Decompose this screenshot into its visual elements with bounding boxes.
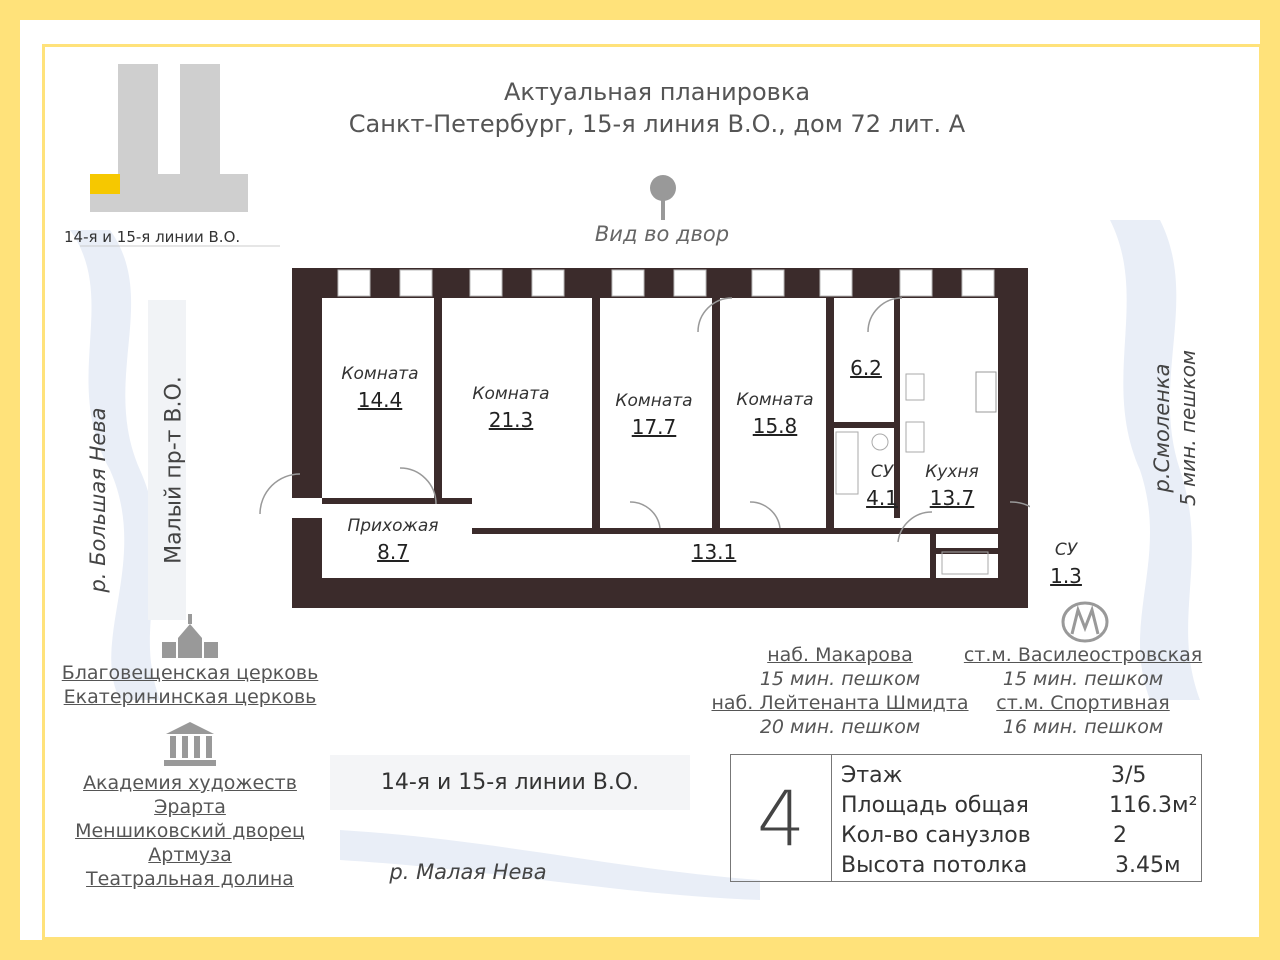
street-lines-label: 14-я и 15-я линии В.О. xyxy=(380,770,640,795)
museum-icon xyxy=(164,722,216,766)
river-malaya-shape xyxy=(340,830,760,900)
room-1-area: 14.4 xyxy=(357,388,403,412)
river-smolenka-shape xyxy=(1110,220,1200,700)
church-1: Благовещенская церковь xyxy=(61,662,319,684)
room-4-area: 15.8 xyxy=(752,414,798,438)
windows xyxy=(337,269,995,297)
partitions xyxy=(322,298,998,578)
museum-5: Театральная долина xyxy=(86,868,294,890)
inner-border xyxy=(42,44,1262,940)
metro-1-time: 15 мин. пешком xyxy=(1002,668,1164,690)
room-6-area: 4.1 xyxy=(866,486,898,510)
door-swings xyxy=(259,297,1030,543)
rooms-count: 4 xyxy=(756,773,806,863)
river-bolshaya-shape xyxy=(70,230,160,700)
fridge xyxy=(975,371,997,413)
info-row-4-value: 3.45м xyxy=(1115,853,1181,878)
room-8-area: 8.7 xyxy=(377,540,409,564)
bathtub xyxy=(835,431,859,495)
room-7-name: Кухня xyxy=(925,462,979,482)
metro-2-name: ст.м. Спортивная xyxy=(996,692,1170,714)
river-smolenka-walk: 5 мин. пешком xyxy=(1176,349,1200,507)
room-8-name: Прихожая xyxy=(347,516,439,536)
info-row-1-label: Этаж xyxy=(841,763,903,788)
room-6-name: СУ xyxy=(870,462,894,482)
street-maly-shape xyxy=(148,300,186,620)
room-5-area: 6.2 xyxy=(850,356,882,380)
minimap-highlight xyxy=(90,174,120,194)
room-10-area: 1.3 xyxy=(1050,564,1082,588)
info-row-1-value: 3/5 xyxy=(1111,763,1147,788)
river-smolenka-label: р.Смоленка xyxy=(1150,363,1174,493)
info-row-3-value: 2 xyxy=(1113,823,1127,848)
metro-2-time: 16 мин. пешком xyxy=(1002,716,1164,738)
museum-4: Артмуза xyxy=(148,844,232,866)
river-bolshaya-label: р. Большая Нева xyxy=(86,407,110,593)
metro-icon xyxy=(1061,601,1109,643)
room-9-area: 13.1 xyxy=(691,540,737,564)
room-2-area: 21.3 xyxy=(488,408,534,432)
floor-plan xyxy=(259,268,1030,608)
street-lines-shape xyxy=(330,755,690,810)
room-3-area: 17.7 xyxy=(631,415,677,439)
minimap-caption: 14-я и 15-я линии В.О. xyxy=(64,228,241,246)
minimap xyxy=(80,64,280,247)
embankment-1-time: 15 мин. пешком xyxy=(759,668,921,690)
church-icon xyxy=(162,614,218,658)
museum-3: Меншиковский дворец xyxy=(75,820,305,842)
embankment-2-time: 20 мин. пешком xyxy=(759,716,921,738)
embankment-1-name: наб. Макарова xyxy=(767,644,913,666)
room-3-name: Комната xyxy=(615,391,693,411)
view-label: Вид во двор xyxy=(594,222,730,246)
header-line1: Актуальная планировка xyxy=(503,78,811,106)
room-7-area: 13.7 xyxy=(929,486,975,510)
church-2: Екатерининская церковь xyxy=(63,686,317,708)
embankment-2-name: наб. Лейтенанта Шмидта xyxy=(711,692,969,714)
room-10-name: СУ xyxy=(1054,540,1078,560)
info-row-3-label: Кол-во санузлов xyxy=(841,823,1031,848)
room-2-name: Комната xyxy=(472,384,550,404)
stove xyxy=(905,421,925,453)
info-rooms-cell: 4 xyxy=(731,755,832,881)
kitchen-counter xyxy=(905,373,925,401)
museum-1: Академия художеств xyxy=(83,772,297,794)
info-box: 4 Этаж 3/5 Площадь общая 116.3м² Кол-во … xyxy=(730,754,1202,882)
river-malaya-label: р. Малая Нева xyxy=(389,860,547,884)
toilet-small xyxy=(941,551,989,575)
header-line2: Санкт-Петербург, 15-я линия В.О., дом 72… xyxy=(348,110,966,138)
room-1-name: Комната xyxy=(341,364,419,384)
street-maly-label: Малый пр-т В.О. xyxy=(161,376,187,564)
metro-1-name: ст.м. Василеостровская xyxy=(963,644,1203,666)
info-row-4-label: Высота потолка xyxy=(841,853,1028,878)
sink xyxy=(871,433,889,451)
info-row-2-value: 116.3м² xyxy=(1109,793,1198,818)
room-4-name: Комната xyxy=(736,390,814,410)
location-pin-icon xyxy=(650,175,676,220)
info-row-2-label: Площадь общая xyxy=(841,793,1029,818)
museum-2: Эрарта xyxy=(154,796,226,818)
